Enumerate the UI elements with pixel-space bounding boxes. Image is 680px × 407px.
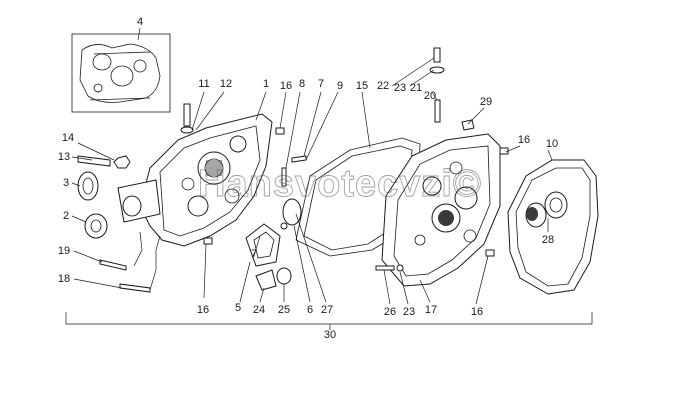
- callout-6: 6: [307, 304, 313, 316]
- side-cover: [507, 159, 599, 295]
- callout-16-bottom-left: 16: [197, 304, 209, 316]
- callout-19: 19: [58, 245, 70, 257]
- callout-20: 20: [424, 90, 436, 102]
- assembly-bracket: [65, 312, 593, 330]
- callout-28: 28: [542, 234, 554, 246]
- callout-5: 5: [235, 302, 241, 314]
- callout-14: 14: [62, 132, 74, 144]
- callout-21: 21: [410, 82, 422, 94]
- callout-10: 10: [546, 138, 558, 150]
- left-crankcase-half: [117, 113, 273, 247]
- callout-7-bottom: 7: [251, 248, 257, 260]
- callout-23-top: 23: [394, 82, 406, 94]
- callout-23-bottom: 23: [403, 306, 415, 318]
- callout-25: 25: [278, 304, 290, 316]
- callout-8: 8: [299, 78, 305, 90]
- callout-24: 24: [253, 304, 265, 316]
- callout-1: 1: [263, 78, 269, 90]
- callout-30: 30: [324, 329, 336, 341]
- leader-lines: [71, 27, 553, 305]
- watermark: Hansvotecvzi©: [198, 163, 482, 205]
- callout-27: 27: [321, 304, 333, 316]
- callout-13: 13: [58, 151, 70, 163]
- callout-16-top: 16: [280, 80, 292, 92]
- callout-18: 18: [58, 273, 70, 285]
- callout-16-bottom-right: 16: [471, 306, 483, 318]
- callout-11: 11: [198, 78, 209, 90]
- callout-2: 2: [63, 210, 69, 222]
- callout-16-right: 16: [518, 134, 530, 146]
- callout-26: 26: [384, 306, 396, 318]
- callout-15: 15: [356, 80, 368, 92]
- callout-12: 12: [220, 78, 232, 90]
- callout-labels: 4 11 12 1 16 8 7 9 15 22 23 21 20 29 16 …: [58, 16, 558, 341]
- callout-3: 3: [63, 177, 69, 189]
- callout-29: 29: [480, 96, 492, 108]
- callout-7-top: 7: [318, 78, 324, 90]
- callout-17: 17: [425, 304, 437, 316]
- callout-9: 9: [337, 80, 343, 92]
- right-crankcase-half: [381, 133, 501, 287]
- callout-4: 4: [137, 16, 143, 28]
- callout-22: 22: [377, 80, 389, 92]
- inset-detail-box: [71, 33, 171, 113]
